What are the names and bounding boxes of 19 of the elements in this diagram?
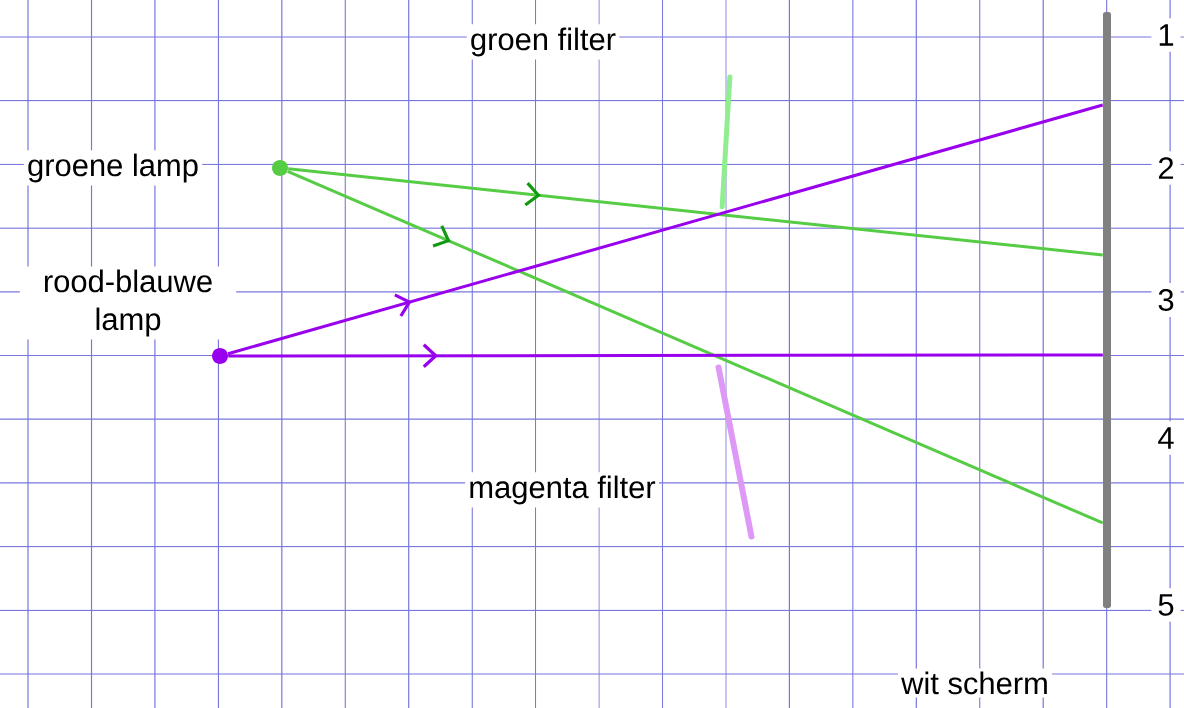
- screen: [1103, 12, 1111, 608]
- lamp-dot: [272, 160, 288, 176]
- scale-number: 2: [1151, 151, 1181, 185]
- node-label: groen filter: [466, 24, 620, 60]
- light-ray: [288, 167, 1103, 257]
- light-ray: [228, 343, 1103, 368]
- scale-number: 3: [1151, 283, 1181, 317]
- filter: [715, 364, 755, 540]
- node-label: wit scherm: [897, 668, 1053, 698]
- node-label: rood-blauwe lamp: [19, 266, 237, 340]
- light-ray: [287, 169, 1104, 525]
- node-label: magenta filter: [465, 472, 659, 508]
- filter: [719, 74, 733, 210]
- scale-number: 5: [1151, 588, 1181, 622]
- scale-number: 4: [1151, 421, 1181, 455]
- light-ray: [227, 103, 1104, 356]
- node-label: groene lamp: [23, 150, 203, 186]
- scale-number: 1: [1151, 18, 1181, 52]
- lamp-dot: [212, 348, 228, 364]
